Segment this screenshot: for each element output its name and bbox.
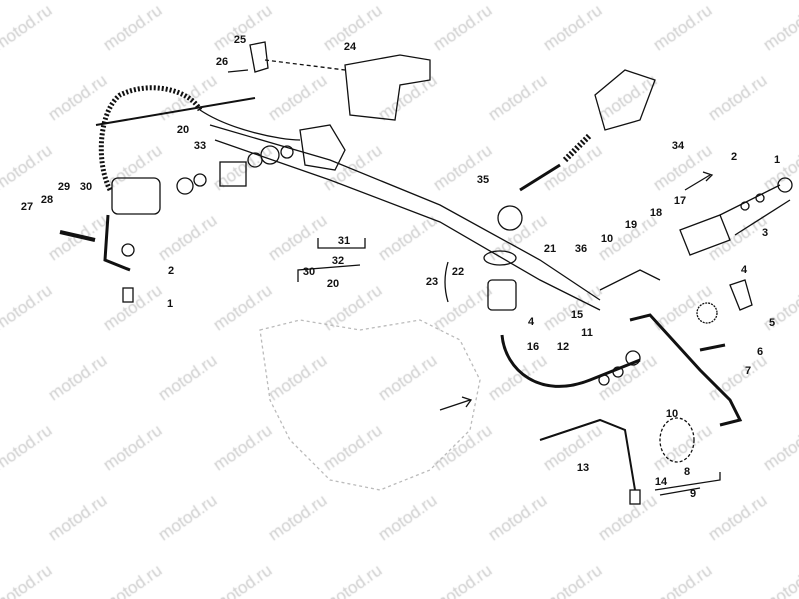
callout-number: 8 (683, 466, 691, 478)
callout-number: 6 (756, 346, 764, 358)
callout-number: 16 (526, 341, 540, 353)
brake-line (103, 214, 131, 272)
callout-number: 10 (600, 233, 614, 245)
callout-number: 2 (167, 265, 175, 277)
callout-number: 4 (527, 316, 535, 328)
callout-number: 35 (476, 174, 490, 186)
frame-line-2 (214, 139, 601, 311)
callout-number: 21 (543, 243, 557, 255)
callout-number: 4 (740, 264, 748, 276)
braided-hose (98, 85, 203, 192)
callout-number: 30 (79, 181, 93, 193)
hose-end (199, 109, 301, 141)
sensor-cable (539, 418, 636, 491)
callout-number: 36 (574, 243, 588, 255)
callout-number: 32 (331, 255, 345, 267)
callout-number: 17 (673, 195, 687, 207)
arrow (684, 174, 711, 191)
spring (696, 302, 718, 324)
callout-number: 12 (556, 341, 570, 353)
caliper-bracket (344, 54, 431, 121)
callout-number: 13 (576, 462, 590, 474)
callout-number: 3 (761, 227, 769, 239)
callout-number: 29 (57, 181, 71, 193)
callout-number: 11 (581, 327, 593, 339)
callout-number: 7 (744, 365, 752, 377)
callout-number: 18 (649, 207, 663, 219)
callout-number: 1 (166, 298, 174, 310)
rubber-boot (659, 417, 695, 463)
callout-number: 33 (193, 140, 207, 152)
callout-number: 15 (570, 309, 584, 321)
callout-number: 20 (326, 278, 340, 290)
callout-number: 10 (665, 408, 679, 420)
brake-pedal (629, 313, 743, 427)
frame-line (209, 124, 601, 301)
callout-number: 27 (20, 201, 34, 213)
callout-number: 28 (40, 194, 54, 206)
callout-number: 24 (343, 41, 357, 53)
master-cylinder (594, 69, 656, 131)
caliper (111, 177, 161, 215)
callout-number: 34 (671, 140, 685, 152)
callout-number: 2 (730, 151, 738, 163)
callout-number: 14 (654, 476, 668, 488)
callout-number: 9 (689, 488, 697, 500)
callout-number: 22 (451, 266, 465, 278)
callout-number: 23 (425, 276, 439, 288)
callout-number: 30 (302, 266, 316, 278)
callout-number: 26 (215, 56, 229, 68)
callout-number: 31 (337, 235, 351, 247)
boot (497, 205, 523, 231)
callout-number: 25 (233, 34, 247, 46)
reservoir (487, 279, 517, 311)
callout-number: 1 (773, 154, 781, 166)
engine-outline (259, 319, 481, 491)
callout-number: 5 (768, 317, 776, 329)
callout-number: 19 (624, 219, 638, 231)
brake-pads (219, 161, 247, 187)
bracket (299, 124, 346, 171)
reservoir-hose (500, 334, 641, 388)
callout-number: 20 (176, 124, 190, 136)
